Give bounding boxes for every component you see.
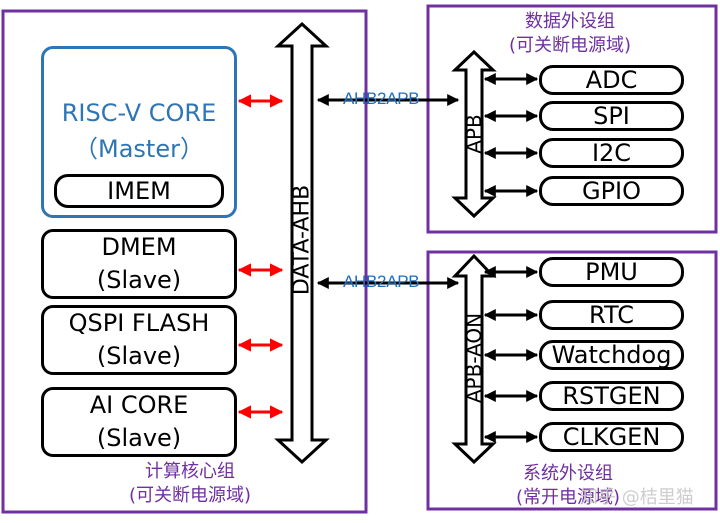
qspi-flash-role: (Slave) xyxy=(96,342,182,370)
dmem-name: DMEM xyxy=(101,233,177,261)
system-group-label-line1: 系统外设组 xyxy=(523,463,613,484)
system-group-label: 系统外设组 (常开电源域) xyxy=(478,462,658,510)
data-ahb-label: DATA-AHB xyxy=(289,184,315,296)
dmem-role: (Slave) xyxy=(96,266,182,294)
data-group-label-line2: (可关断电源域) xyxy=(508,35,632,56)
adc-label: ADC xyxy=(585,66,638,94)
imem-block: IMEM xyxy=(54,174,224,208)
rstgen-label: RSTGEN xyxy=(562,382,661,410)
imem-label: IMEM xyxy=(107,177,171,205)
clkgen-block: CLKGEN xyxy=(539,422,684,452)
gpio-label: GPIO xyxy=(581,177,642,205)
adc-block: ADC xyxy=(539,65,684,95)
compute-group-label-line2: (可关断电源域) xyxy=(128,485,252,506)
risc-v-core-name: RISC-V CORE xyxy=(61,99,217,127)
qspi-flash-block: QSPI FLASH (Slave) xyxy=(41,305,237,375)
watermark: 知乎 @桔里猫 xyxy=(580,487,694,508)
data-peripheral-group-frame xyxy=(426,4,718,234)
compute-group-label: 计算核心组 (可关断电源域) xyxy=(100,460,280,508)
watchdog-block: Watchdog xyxy=(539,340,684,370)
compute-group-frame xyxy=(1,9,368,514)
pmu-label: PMU xyxy=(585,258,638,286)
watchdog-label: Watchdog xyxy=(551,341,672,369)
dmem-block: DMEM (Slave) xyxy=(41,229,237,299)
i2c-label: I2C xyxy=(591,139,632,167)
pmu-block: PMU xyxy=(539,257,684,287)
ahb2apb-top-label: AHB2APB xyxy=(343,89,420,108)
ai-core-role: (Slave) xyxy=(96,424,182,452)
data-group-label-line1: 数据外设组 xyxy=(525,11,615,32)
system-peripheral-group-frame xyxy=(426,250,718,511)
spi-block: SPI xyxy=(539,101,684,131)
apb-label: APB xyxy=(462,114,486,154)
ai-core-block: AI CORE (Slave) xyxy=(41,387,237,457)
apb-bus-arrow xyxy=(451,49,497,219)
apb-aon-label: APB-AON xyxy=(462,312,486,404)
compute-group-label-line1: 计算核心组 xyxy=(145,461,235,482)
ai-core-name: AI CORE xyxy=(89,391,189,419)
rtc-block: RTC xyxy=(539,300,684,330)
spi-label: SPI xyxy=(593,102,630,130)
ahb2apb-bottom-label: AHB2APB xyxy=(343,272,420,291)
i2c-block: I2C xyxy=(539,138,684,168)
rstgen-block: RSTGEN xyxy=(539,381,684,411)
gpio-block: GPIO xyxy=(539,176,684,206)
data-ahb-bus-arrow xyxy=(274,21,330,465)
data-group-label: 数据外设组 (可关断电源域) xyxy=(480,10,660,58)
risc-v-core-role: （Master） xyxy=(74,135,204,163)
qspi-flash-name: QSPI FLASH xyxy=(68,309,210,337)
system-group-label-line2: (常开电源域) xyxy=(515,487,621,508)
rtc-label: RTC xyxy=(589,301,634,329)
clkgen-label: CLKGEN xyxy=(562,423,661,451)
